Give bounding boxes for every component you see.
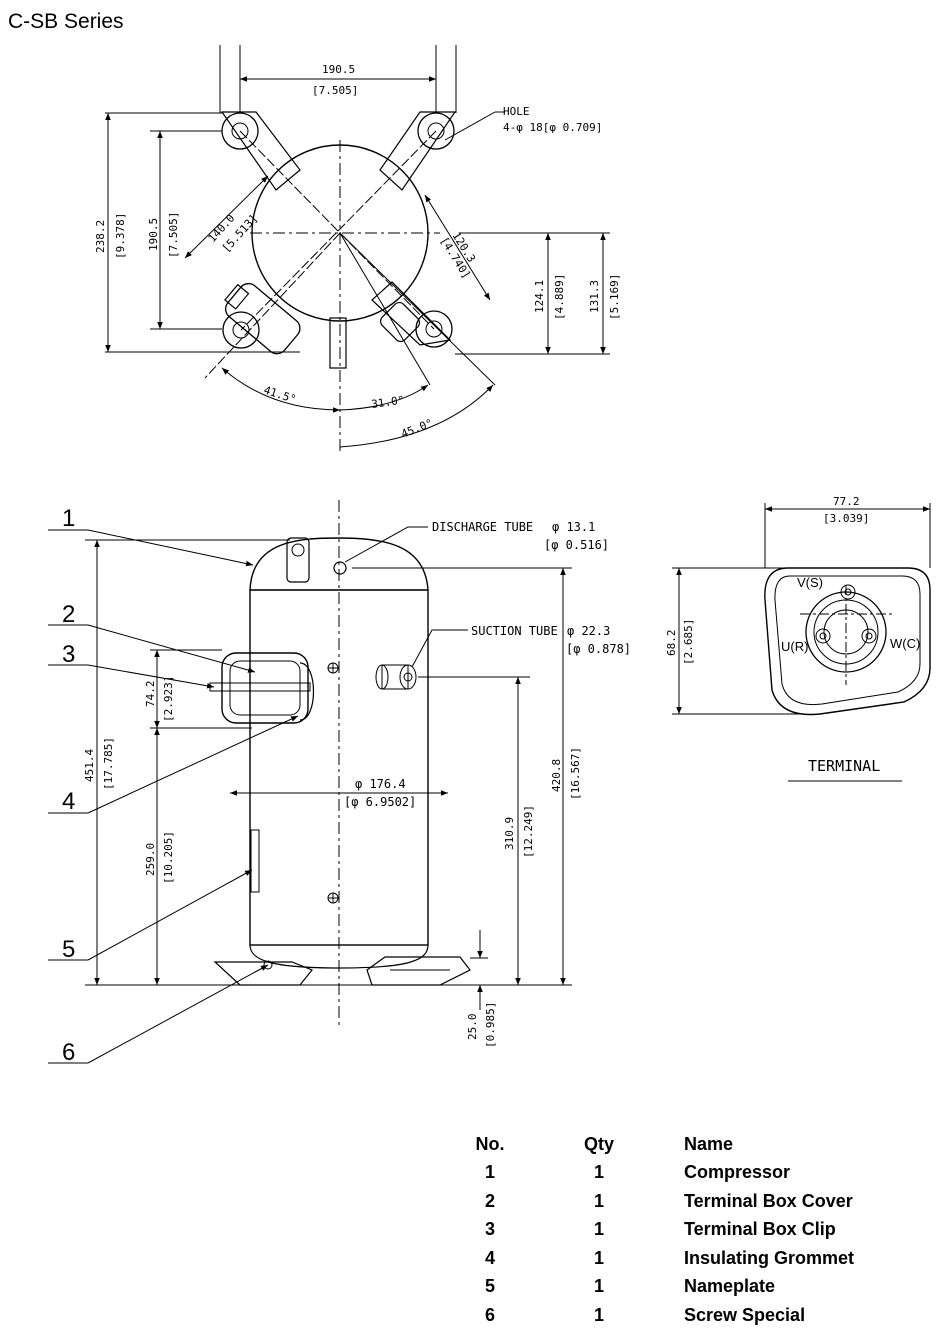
row-qty: 1 (593, 1162, 604, 1183)
terminal-dim-height: 68.2 (665, 630, 678, 657)
top-view (105, 45, 610, 455)
angle-41: 41.5° (262, 383, 298, 406)
callout-6: 6 (62, 1039, 75, 1066)
dim-310-in: [12.249] (522, 805, 535, 858)
dim-25-in: [0.985] (484, 1002, 497, 1048)
terminal-dim-width-in: [3.039] (823, 512, 869, 525)
table-row: 4 1 Insulating Grommet (466, 1244, 854, 1273)
discharge-tube-label: DISCHARGE TUBE (432, 520, 533, 534)
row-name: Screw Special (684, 1304, 806, 1325)
dim-238-in: [9.378] (114, 213, 127, 259)
row-qty: 1 (593, 1190, 604, 1211)
row-name: Insulating Grommet (684, 1247, 855, 1268)
dim-420: 420.8 (550, 759, 563, 792)
callout-2: 2 (62, 601, 75, 628)
parts-table: No. Qty Name 1 1 Compressor 2 1 Terminal… (466, 1130, 855, 1330)
callout-3: 3 (62, 641, 75, 668)
header-name: Name (684, 1133, 734, 1154)
dim-124-in: [4.889] (553, 274, 566, 320)
row-no: 6 (484, 1304, 495, 1325)
suction-tube-dia: φ 22.3 (567, 624, 610, 638)
row-no: 4 (484, 1247, 495, 1268)
row-no: 1 (484, 1162, 495, 1183)
dim-25: 25.0 (466, 1014, 479, 1041)
dim-131-in: [5.169] (608, 274, 621, 320)
angle-45: 45.0° (399, 416, 435, 440)
table-row: 6 1 Screw Special (466, 1301, 854, 1330)
row-qty: 1 (593, 1219, 604, 1240)
dim-451: 451.4 (83, 749, 96, 782)
angle-31: 31.0° (371, 393, 406, 410)
side-view-labels: 1 2 3 4 5 6 DISCHARGE TUBE φ 13.1 [φ 0.5… (62, 505, 631, 1066)
dim-310: 310.9 (503, 817, 516, 850)
terminal-labels: 77.2 [3.039] 68.2 [2.685] V(S) U(R) W(C)… (665, 495, 920, 775)
dim-width-top-in: [7.505] (312, 84, 358, 97)
row-no: 3 (484, 1219, 495, 1240)
suction-tube-label: SUCTION TUBE (471, 624, 558, 638)
row-qty: 1 (593, 1276, 604, 1297)
dim-259: 259.0 (144, 843, 157, 876)
dim-238: 238.2 (94, 220, 107, 253)
terminal-u: U(R) (781, 639, 808, 654)
dim-74-in: [2.923] (162, 676, 175, 722)
terminal-dim-height-in: [2.685] (682, 619, 695, 665)
table-row: 2 1 Terminal Box Cover (466, 1187, 854, 1216)
discharge-tube-dia: φ 13.1 (552, 520, 595, 534)
parts-header-row: No. Qty Name (466, 1130, 854, 1159)
terminal-caption: TERMINAL (808, 757, 880, 775)
callout-1: 1 (62, 505, 75, 532)
dim-176: φ 176.4 (355, 777, 406, 791)
dim-124: 124.1 (533, 280, 546, 313)
row-name: Nameplate (684, 1276, 776, 1297)
page-title: C-SB Series (8, 10, 124, 33)
side-view (48, 500, 572, 1064)
dim-190-v-in: [7.505] (167, 212, 180, 258)
terminal-view (672, 503, 931, 782)
table-row: 1 1 Compressor (466, 1159, 854, 1188)
discharge-tube-dia-in: [φ 0.516] (544, 538, 609, 552)
row-qty: 1 (593, 1247, 604, 1268)
callout-4: 4 (62, 788, 75, 815)
top-view-labels: 190.5 [7.505] HOLE 4-φ 18[φ 0.709] 238.2… (94, 63, 621, 441)
row-name: Compressor (684, 1162, 791, 1183)
dim-74: 74.2 (144, 681, 157, 708)
header-no: No. (475, 1133, 505, 1154)
dim-width-top: 190.5 (322, 63, 355, 76)
header-qty: Qty (583, 1133, 614, 1154)
hole-spec: 4-φ 18[φ 0.709] (503, 121, 602, 134)
suction-tube-dia-in: [φ 0.878] (566, 642, 631, 656)
dim-451-in: [17.785] (102, 737, 115, 790)
table-row: 5 1 Nameplate (466, 1273, 854, 1302)
row-no: 5 (484, 1276, 495, 1297)
dim-176-in: [φ 6.9502] (344, 795, 416, 809)
row-name: Terminal Box Clip (684, 1219, 836, 1240)
dim-259-in: [10.205] (162, 831, 175, 884)
dim-420-in: [16.567] (569, 747, 582, 800)
terminal-dim-width: 77.2 (833, 495, 860, 508)
hole-label: HOLE (503, 105, 530, 118)
callout-5: 5 (62, 936, 75, 963)
table-row: 3 1 Terminal Box Clip (466, 1216, 854, 1245)
dim-131: 131.3 (588, 280, 601, 313)
row-name: Terminal Box Cover (684, 1190, 853, 1211)
row-no: 2 (484, 1190, 495, 1211)
dim-190-v: 190.5 (147, 218, 160, 251)
terminal-w: W(C) (890, 636, 920, 651)
row-qty: 1 (593, 1304, 604, 1325)
terminal-v: V(S) (797, 575, 823, 590)
